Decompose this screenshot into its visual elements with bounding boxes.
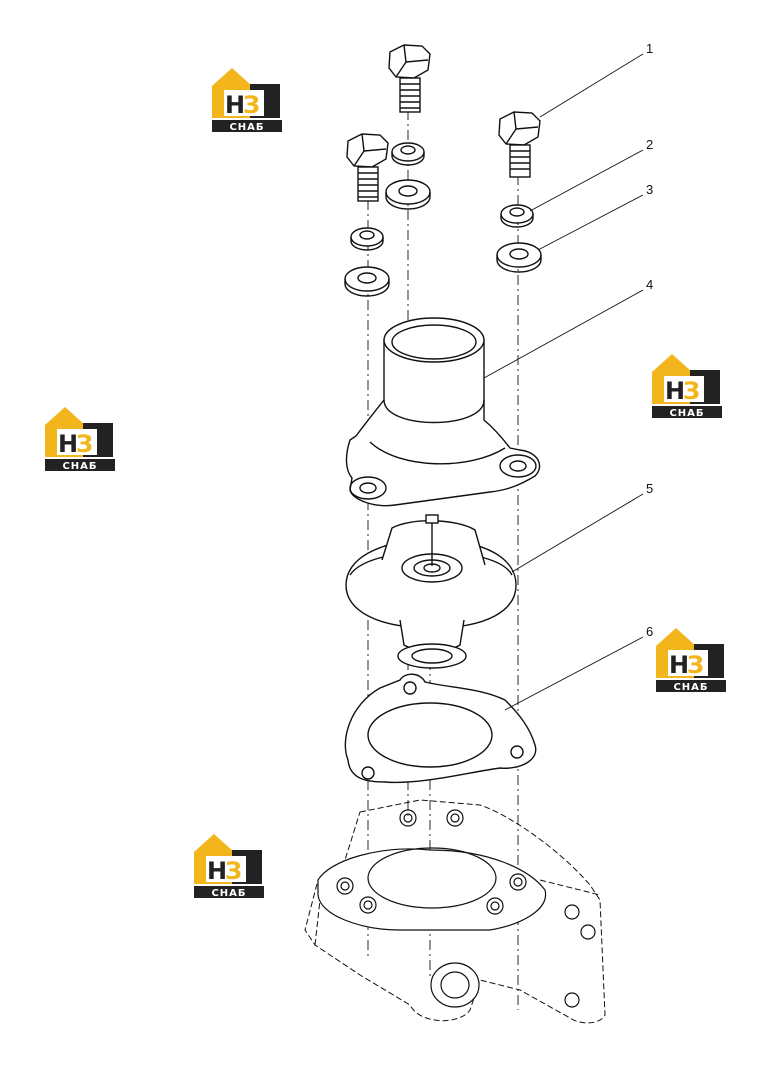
watermark-logo: Н З СНАБ	[654, 626, 726, 693]
lock-washer	[500, 204, 534, 228]
watermark-logo: Н З СНАБ	[192, 832, 264, 899]
svg-text:З: З	[687, 651, 704, 679]
lock-washer	[391, 142, 425, 166]
svg-text:СНАБ: СНАБ	[211, 888, 246, 898]
thermostat	[345, 514, 517, 669]
watermark-logo: Н З СНАБ	[650, 352, 722, 419]
gasket	[344, 673, 537, 784]
svg-text:СНАБ: СНАБ	[62, 461, 97, 471]
svg-text:Н: Н	[207, 857, 227, 885]
callout-1: 1	[646, 41, 653, 56]
svg-text:З: З	[225, 857, 242, 885]
svg-text:Н: Н	[669, 651, 689, 679]
svg-text:СНАБ: СНАБ	[673, 682, 708, 692]
bolt-left	[346, 133, 389, 202]
bolt-right	[498, 111, 541, 178]
lock-washer	[350, 227, 384, 251]
callout-6: 6	[646, 624, 653, 639]
flat-washer	[344, 266, 390, 297]
svg-text:СНАБ: СНАБ	[229, 122, 264, 132]
watermark-logo: Н З СНАБ	[43, 405, 115, 472]
svg-text:СНАБ: СНАБ	[669, 408, 704, 418]
callout-3: 3	[646, 182, 653, 197]
watermark-logo: Н З СНАБ	[210, 66, 282, 133]
svg-text:Н: Н	[58, 430, 78, 458]
svg-text:З: З	[683, 377, 700, 405]
svg-text:З: З	[76, 430, 93, 458]
svg-text:З: З	[243, 91, 260, 119]
callout-4: 4	[646, 277, 653, 292]
callout-2: 2	[646, 137, 653, 152]
bolt-top-center	[388, 44, 431, 113]
callout-5: 5	[646, 481, 653, 496]
svg-text:Н: Н	[665, 377, 685, 405]
flat-washer	[385, 179, 431, 210]
flat-washer	[496, 242, 542, 273]
water-outlet-flange	[317, 809, 596, 1008]
water-outlet-body	[304, 799, 606, 1024]
thermostat-housing	[345, 317, 541, 507]
svg-text:Н: Н	[225, 91, 245, 119]
leader-lines	[483, 53, 644, 711]
